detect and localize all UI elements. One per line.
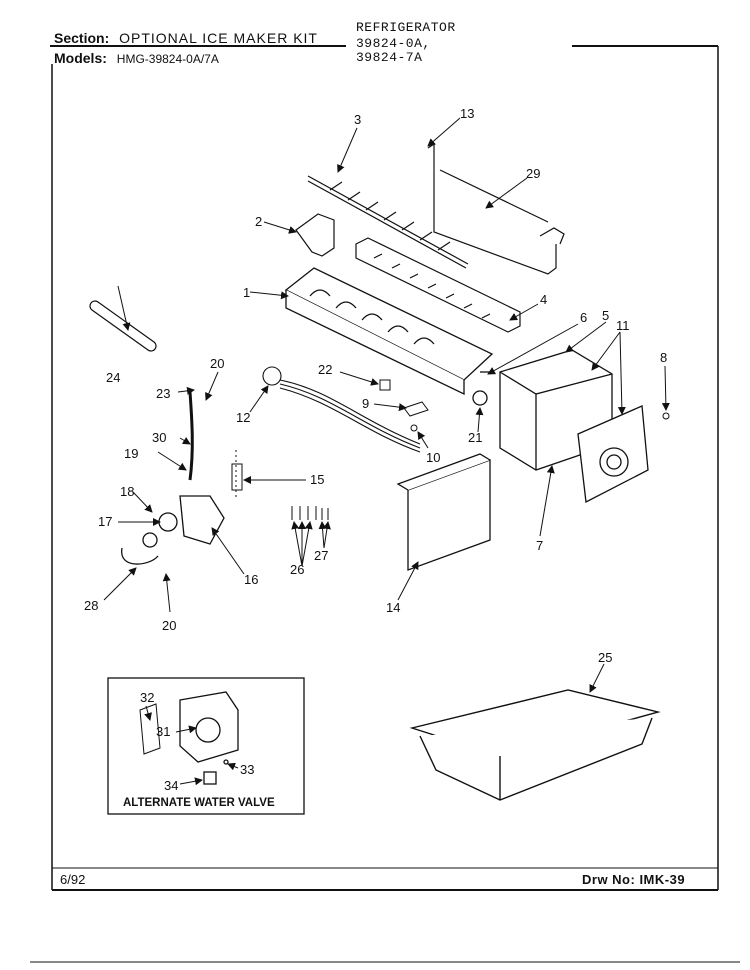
screw-part [410,424,418,432]
part-label: 22 [318,362,332,377]
part-label: 34 [164,778,178,793]
drawing-number: Drw No: IMK-39 [582,872,686,887]
section-label: Section: [54,30,110,46]
part-label: 28 [84,598,98,613]
models-header: Models: HMG-39824-0A/7A [54,50,219,66]
part-label: 31 [156,724,170,739]
motor-plate [577,405,649,504]
mold-bracket [295,213,335,257]
part-label: 20 [162,618,176,633]
part-label: 13 [460,106,474,121]
part-label: 15 [310,472,324,487]
model-number-a: 39824-0A, [356,36,431,51]
part-label: 6 [580,310,587,325]
part-label: 21 [468,430,482,445]
ejector-shaft [307,175,469,269]
part-label: 3 [354,112,361,127]
part-label: 24 [106,370,120,385]
stripper [355,237,521,333]
part-label: 33 [240,762,254,777]
part-label: 17 [98,514,112,529]
mold-heater-clip [379,379,391,391]
shutoff-arm [427,142,565,275]
part-label: 25 [598,650,612,665]
water-valve [121,495,225,565]
front-cover [396,453,491,571]
part-label: 32 [140,690,154,705]
part-label: 7 [536,538,543,553]
part-label: 18 [120,484,134,499]
part-label: 16 [244,572,258,587]
part-label: 20 [210,356,224,371]
inset-box [107,677,305,815]
tube-coupling [231,450,243,500]
inset-caption: ALTERNATE WATER VALVE [123,797,275,809]
drawing-frame [30,45,740,963]
part-label: 12 [236,410,250,425]
ice-bucket [409,689,661,801]
part-label: 10 [426,450,440,465]
part-label: 5 [602,308,609,323]
models-label: Models: [54,50,107,66]
model-number-b: 39824-7A [356,50,423,65]
bracket-part [403,401,429,417]
part-label: 1 [243,285,250,300]
part-label: 27 [314,548,328,563]
screws [291,506,329,520]
leader-lines [103,117,670,786]
part-label: 26 [290,562,304,577]
part-label: 19 [124,446,138,461]
part-label: 11 [616,318,630,333]
section-header: Section: OPTIONAL ICE MAKER KIT [54,30,318,46]
part-label: 4 [540,292,547,307]
part-label: 29 [526,166,540,181]
part-label: 9 [362,396,369,411]
part-label: 23 [156,386,170,401]
models-value: HMG-39824-0A/7A [116,52,219,66]
section-value: OPTIONAL ICE MAKER KIT [119,30,318,46]
product-name: REFRIGERATOR [356,20,456,35]
issue-date: 6/92 [60,872,86,887]
part-label: 8 [660,350,667,365]
part-label: 14 [386,600,400,615]
wiring-harness [262,366,421,453]
screw-8 [662,412,670,420]
part-label: 30 [152,430,166,445]
water-tube [188,391,194,481]
part-label: 2 [255,214,262,229]
